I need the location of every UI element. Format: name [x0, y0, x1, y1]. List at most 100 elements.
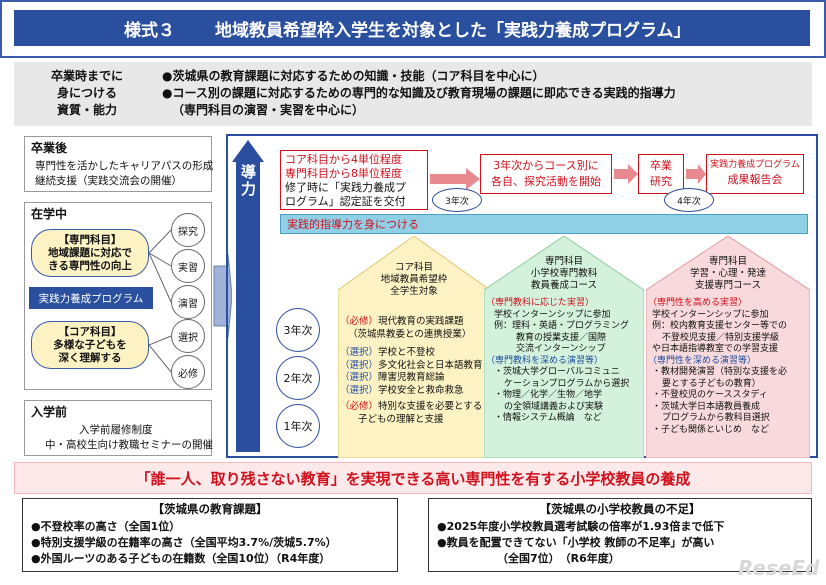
before-entry-text1: 入学前履修制度 — [79, 424, 153, 436]
issues-right-list: ●2025年度小学校教員選考試験の倍率が1.93倍まで低下 ●教員を配置できてな… — [437, 519, 724, 567]
spec1-sub: （専門教科を深める演習等） — [486, 355, 604, 366]
goal-line-2: ●コース別の課題に対応するための専門的な知識及び教育現場の課題に即応できる実践的… — [162, 86, 676, 100]
spec2-line: 不登校児支援／特別支援学級 — [662, 332, 780, 343]
spec1-line: ・茨城大学グローバルコミュニ — [494, 367, 620, 377]
before-entry-card: 入学前 入学前履修制度 中・高校生向け教職セミナーの開催 — [24, 400, 213, 456]
issues-right-box: 【茨城県の小学校教員の不足】 ●2025年度小学校教員選考試験の倍率が1.93倍… — [428, 498, 812, 572]
spec2-sub: （専門性を深める演習等） — [648, 355, 757, 366]
spec2-line: ・教材開発演習（特別な支援を必 — [652, 367, 788, 377]
core-item: （必修）特別な支援を必要とする — [340, 401, 483, 412]
core-item: （選択）障害児教育総論 — [340, 372, 445, 383]
year-circle-2: 2年次 — [276, 356, 320, 400]
goals-label-line: 資質・能力 — [56, 103, 117, 117]
circle-inquiry: 探究 — [171, 213, 205, 247]
certificate-line: コア科目から4単位程度 — [285, 153, 402, 166]
core-subject-list: （必修）現代教育の実践課題 （茨城県教委との連携授業） （選択）学校と不登校 （… — [340, 316, 490, 426]
form-number: 様式３ — [124, 20, 175, 41]
spec1-line: の全領域講義および実験 — [504, 401, 604, 412]
spec1-body: （専門教科に応じた実習） 学校インターンシップに参加 例：理科・英語・プログラミ… — [486, 298, 644, 425]
issues-left-list: ●不登校率の高さ（全国1位） ●特別支援学級の在籍率の高さ（全国平均3.7%/茨… — [31, 519, 337, 567]
spec2-sub: （専門性を高める実習） — [648, 298, 748, 308]
graduation-research-box: 卒業 研究 — [638, 154, 684, 194]
spec1-line: ・物理／化学／生物／地学 — [494, 390, 603, 400]
spec2-head-line: 支援専門コース — [694, 280, 762, 291]
certificate-box: コア科目から4単位程度 専門科目から8単位程度 修了時に「実践力養成プ ログラム… — [280, 150, 428, 210]
core-subjects-oval: 【コア科目】 多様な子どもを 深く理解する — [31, 321, 149, 369]
slogan-text: 「誰一人、取り残さない教育」を実現できる高い専門性を有する小学校教員の養成 — [135, 469, 691, 488]
goals-label-line: 卒業時までに — [50, 69, 123, 83]
flow-arrow-2 — [614, 164, 638, 184]
spec2-head: 専門科目 学習・心理・発達 支援専門コース — [646, 256, 810, 292]
connector-lines — [149, 229, 172, 373]
in-school-card: 在学中 【専門科目】 地域課題に対応で きる専門性の向上 探究 実習 演習 実践… — [24, 202, 212, 390]
oval-line: 【専門科目】 — [58, 233, 122, 246]
goals-label-line: 身につける — [56, 86, 117, 100]
certificate-line: ログラム」認定証を交付 — [285, 195, 406, 208]
after-graduation-text1: 専門性を活かしたキャリアパスの形成 — [35, 160, 214, 172]
circle-practicum: 実習 — [171, 249, 205, 283]
research-line: 卒業 — [650, 159, 672, 172]
vertical-arrow-text: 多様な子ども理解と高度な実践的指導力 — [239, 164, 278, 436]
core-item: （茨城県教委との連携授業） — [348, 328, 472, 340]
spec1-line: ケーションプログラムから選択 — [504, 378, 630, 389]
spec1-head: 専門科目 小学校専門教科 教員養成コース — [484, 256, 644, 292]
core-house-head: コア科目 地域教員希望枠 全学生対象 — [338, 262, 490, 298]
core-item: （選択）学校安全と救命救急 — [340, 384, 464, 396]
watermark-logo: ReseEd — [738, 556, 820, 580]
oval-line: 【コア科目】 — [58, 325, 122, 338]
spec2-line: ・不登校児のケーススタディ — [652, 390, 768, 400]
spec1-house-shape — [484, 236, 644, 458]
title-banner: 様式３ 地域教員希望枠入学生を対象とした「実践力養成プログラム」 — [14, 10, 810, 46]
oval-line: 多様な子どもを — [53, 338, 127, 351]
spec2-body: （専門性を高める実習） 学校インターンシップに参加 例：校内教育支援センター等で… — [648, 298, 810, 436]
core-head-line: コア科目 — [394, 262, 433, 273]
spec1-head-line: 教員養成コース — [530, 280, 598, 291]
issues-left-item: ●不登校率の高さ（全国1位） — [31, 520, 181, 533]
issues-right-item: ●2025年度小学校教員選考試験の倍率が1.93倍まで低下 — [437, 520, 725, 533]
circle-required: 必修 — [171, 355, 205, 389]
spec2-head-line: 専門科目 — [708, 256, 747, 267]
spec1-head-line: 専門科目 — [544, 256, 583, 267]
goal-line-3: （専門科目の演習・実習を中心に） — [172, 103, 365, 117]
specialized-subjects-oval: 【専門科目】 地域課題に対応で きる専門性の向上 — [31, 229, 149, 277]
practical-skill-bar: 実践的指導力を身につける — [280, 214, 808, 234]
inquiry-line: 各自、探究活動を開始 — [491, 175, 601, 188]
core-item: （選択）多文化社会と日本語教育 — [340, 359, 483, 371]
goal-line-1: ●茨城県の教育課題に対応するための知識・技能（コア科目を中心に） — [162, 69, 545, 83]
goals-label: 卒業時までに 身につける 資質・能力 — [32, 68, 142, 119]
before-entry-text2: 中・高校生向け教職セミナーの開催 — [45, 439, 213, 451]
certificate-line: 専門科目から8単位程度 — [285, 167, 402, 180]
practical-skill-text: 実践的指導力を身につける — [287, 218, 419, 231]
spec1-sub: （専門教科に応じた実習） — [486, 298, 595, 308]
spec2-line: 要とする子どもの教育） — [662, 378, 761, 389]
oval-line: きる専門性の向上 — [48, 259, 132, 272]
inquiry-line: 3年次からコース別に — [493, 159, 599, 172]
spec2-line: ・子ども関係といじめ など — [652, 424, 770, 435]
page-title: 地域教員希望枠入学生を対象とした「実践力養成プログラム」 — [215, 20, 691, 41]
spec1-head-line: 小学校専門教科 — [530, 268, 598, 279]
report-line: 実践力養成プログラム — [710, 160, 800, 170]
spec2-line: 学校インターンシップに参加 — [652, 309, 769, 320]
flow-arrow-3 — [686, 164, 706, 184]
issues-left-box: 【茨城県の教育課題】 ●不登校率の高さ（全国1位） ●特別支援学級の在籍率の高さ… — [22, 498, 398, 572]
core-house-shape — [338, 236, 490, 458]
spec1-line: 教育の授業支援／国際 — [516, 332, 607, 343]
after-graduation-title: 卒業後 — [31, 141, 68, 155]
core-head-line: 全学生対象 — [390, 286, 438, 297]
flow-arrow-1 — [430, 168, 480, 190]
report-line: 成果報告会 — [727, 173, 783, 186]
slogan-band: 「誰一人、取り残さない教育」を実現できる高い専門性を有する小学校教員の養成 — [14, 462, 812, 494]
core-head-line: 地域教員希望枠 — [380, 274, 448, 285]
issues-left-item: ●特別支援学級の在籍率の高さ（全国平均3.7%/茨城5.7%） — [31, 536, 337, 549]
after-graduation-text2: 継続支援（実践交流会の開催） — [35, 175, 182, 187]
circle-seminar: 演習 — [171, 285, 205, 319]
year4-marker: 4年次 — [664, 188, 714, 212]
spec2-line: や日本語指導教室での学習支援 — [652, 344, 779, 354]
issues-right-item: ●教員を配置できてない「小学校 教師の不足率」が高い — [437, 536, 715, 549]
oval-line: 地域課題に対応で — [48, 246, 132, 259]
report-meeting-box: 実践力養成プログラム 成果報告会 — [706, 154, 804, 194]
certificate-line: 修了時に「実践力養成プ — [285, 181, 406, 194]
year-circle-1: 1年次 — [276, 404, 320, 448]
issues-left-item: ●外国ルーツのある子どもの在籍数（全国10位）（R4年度） — [31, 552, 331, 565]
spec1-line: ・情報システム概論 など — [494, 413, 602, 423]
